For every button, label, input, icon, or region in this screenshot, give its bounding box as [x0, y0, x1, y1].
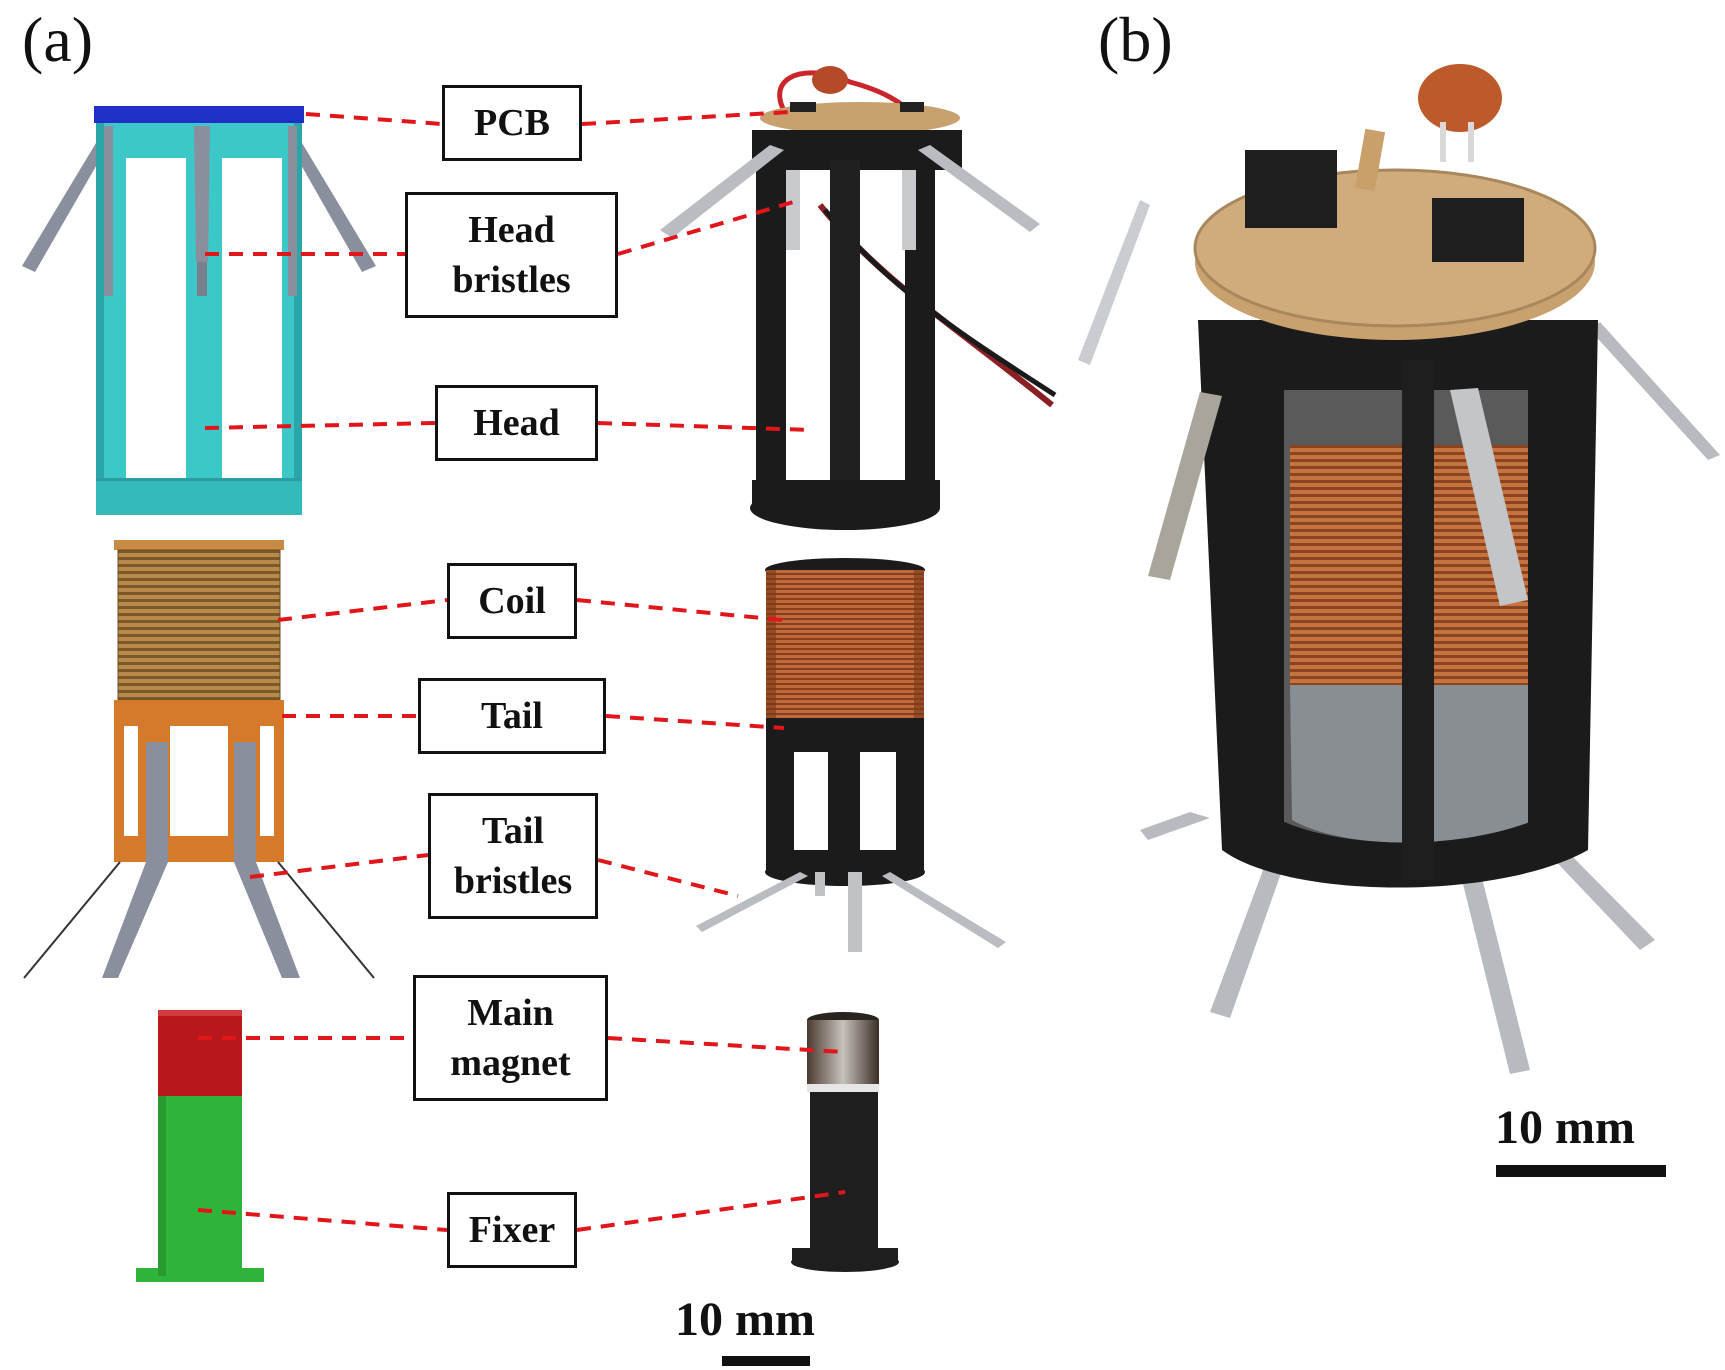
- label-pcb: PCB: [442, 85, 582, 161]
- cad-tail-group: [23, 700, 375, 979]
- cad-coil: [118, 550, 280, 700]
- leader-head-photo: [597, 421, 813, 432]
- cad-tail-bristle-left: [102, 862, 168, 978]
- cad-head-bristle-center: [194, 126, 210, 262]
- leader-coil-photo: [576, 598, 783, 622]
- scale-text-a: 10 mm: [675, 1293, 815, 1346]
- cad-head-window-left: [126, 158, 186, 478]
- cad-head-bristle-left: [22, 123, 118, 272]
- leader-pcb-photo: [581, 110, 791, 126]
- photo-tail: [696, 718, 1006, 952]
- leader-tail-photo: [605, 714, 785, 730]
- cad-coil-group: [114, 540, 284, 701]
- cad-head-window-right: [222, 158, 282, 478]
- photo-coil: [765, 558, 925, 718]
- leader-fixer-cad: [197, 1208, 448, 1232]
- leader-pcb-cad: [305, 112, 443, 126]
- label-head: Head: [435, 385, 598, 461]
- leader-lines: [197, 110, 846, 1232]
- panel-letter-a: (a): [22, 4, 94, 75]
- leader-head-bristles-photo: [617, 198, 801, 256]
- label-main-magnet: Main magnet: [413, 975, 608, 1101]
- photo-main-magnet: [807, 1020, 879, 1088]
- scale-bar-b: [1496, 1165, 1666, 1177]
- scale-text-b: 10 mm: [1495, 1101, 1635, 1154]
- label-tail-bristles: Tail bristles: [428, 793, 598, 919]
- leader-coil-cad: [277, 598, 448, 622]
- cad-pcb-group: [94, 106, 304, 123]
- label-fixer: Fixer: [447, 1192, 577, 1268]
- photo-b-robot: [1078, 64, 1720, 1074]
- cad-fixer: [158, 1096, 242, 1276]
- label-coil: Coil: [447, 563, 577, 639]
- leader-fixer-photo: [576, 1190, 846, 1232]
- leader-tail-bristles-photo: [597, 858, 739, 898]
- label-head-bristles: Head bristles: [405, 192, 618, 318]
- panel-letter-b: (b): [1098, 4, 1173, 75]
- cad-head-bristle-right: [280, 123, 376, 272]
- photo-magnet-fixer: [791, 1012, 899, 1272]
- label-tail: Tail: [418, 678, 606, 754]
- leader-tail-bristles-cad: [249, 853, 429, 879]
- photo-fixer: [810, 1092, 878, 1260]
- cad-main-magnet: [158, 1010, 242, 1096]
- scale-bar-a: [722, 1356, 810, 1366]
- cad-magnet-fixer-group: [136, 1010, 264, 1282]
- photo-head-assembly: [660, 66, 1057, 530]
- cad-pcb: [94, 106, 304, 123]
- cad-tail-bristle-right: [234, 862, 300, 978]
- cad-head-group: [22, 123, 376, 515]
- leader-main-magnet-photo: [607, 1036, 844, 1054]
